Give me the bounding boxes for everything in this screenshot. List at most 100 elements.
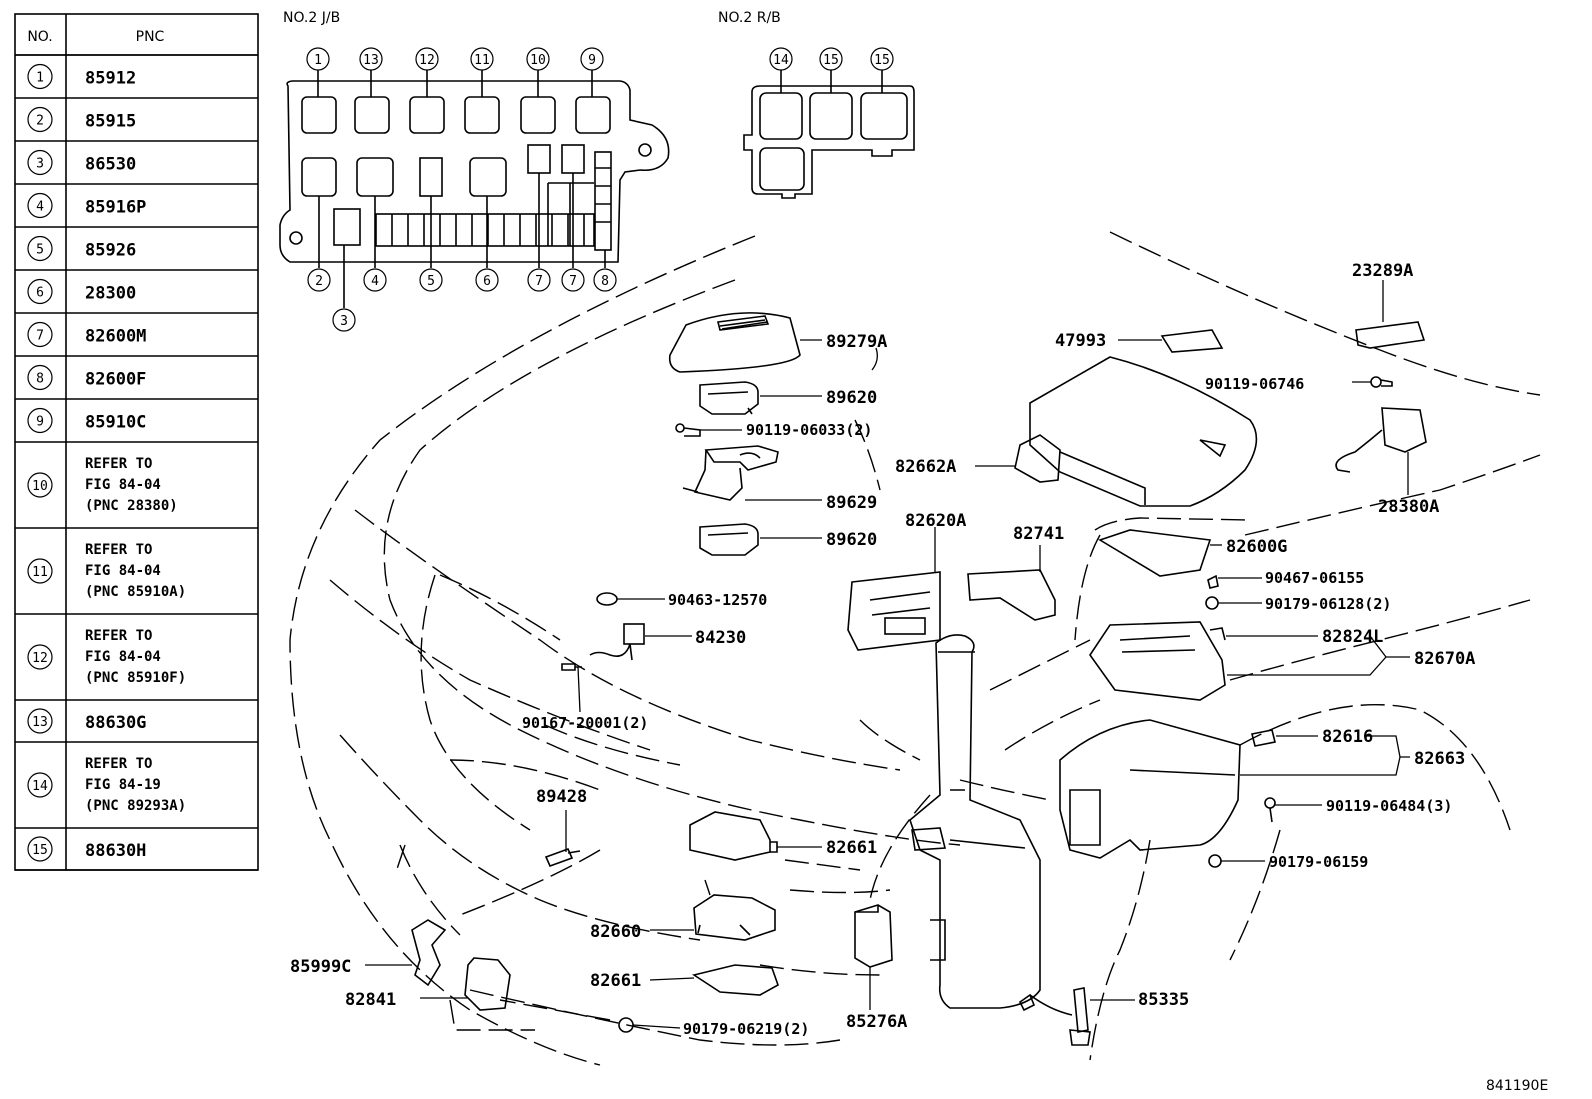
part-label-90119-06746: 90119-06746 xyxy=(1205,375,1304,393)
pump-85335 xyxy=(1018,987,1091,1046)
sensor-89428 xyxy=(544,847,581,868)
part-label-82620a: 82620A xyxy=(905,511,966,531)
row-pnc-line: FIG 84-04 xyxy=(85,477,161,493)
part-label-82660: 82660 xyxy=(590,922,641,942)
relay-85276a xyxy=(854,904,893,968)
jb2-callout-circle xyxy=(332,308,356,332)
part-label-82600g: 82600G xyxy=(1226,537,1287,557)
row-number-circle xyxy=(27,364,53,391)
leader-lines xyxy=(365,280,1410,1029)
row-number-circle xyxy=(27,407,53,434)
part-label-90463-12570: 90463-12570 xyxy=(668,591,767,609)
row-pnc: 85926 xyxy=(85,241,136,261)
jb2-callout-extra: 3 xyxy=(340,314,348,329)
part-label-82661-upper: 82661 xyxy=(826,838,877,858)
table-header-no: NO. xyxy=(27,29,52,45)
relay-82841 xyxy=(464,957,511,1011)
jb2-callout-circle xyxy=(307,268,331,292)
row-number: 8 xyxy=(36,372,44,387)
vehicle-body-outline xyxy=(289,231,1541,1066)
washer-tank xyxy=(909,634,1041,1009)
row-number-circle xyxy=(27,836,53,862)
part-labels: 89279A 89620 90119-06033(2) 89629 89620 … xyxy=(290,261,1475,1038)
row-number-circle xyxy=(27,772,53,798)
part-label-82741: 82741 xyxy=(1013,524,1064,544)
row-number: 14 xyxy=(32,779,48,794)
figure-number: 841190E xyxy=(1486,1078,1548,1094)
jb2-callout-bottom: 8 xyxy=(601,274,609,289)
jb2-callout-circle xyxy=(580,47,604,71)
part-label-82662a: 82662A xyxy=(895,457,956,477)
row-number: 2 xyxy=(36,114,44,129)
jb2-callout-top: 10 xyxy=(530,53,546,68)
switch-84230 xyxy=(589,623,645,661)
row-number: 6 xyxy=(36,286,44,301)
jb2-callout-bottom: 4 xyxy=(371,274,379,289)
table-header-pnc: PNC xyxy=(136,29,165,45)
row-pnc-line: REFER TO xyxy=(85,542,152,558)
rb2-title: NO.2 R/B xyxy=(718,10,781,26)
jb2-callout-circle xyxy=(470,47,494,71)
row-number-circle xyxy=(27,321,53,348)
junction-block-82670a xyxy=(1089,621,1226,701)
row-pnc: 88630G xyxy=(85,713,146,733)
row-number: 15 xyxy=(32,843,48,858)
row-pnc: 85910C xyxy=(85,413,146,433)
row-pnc: 85915 xyxy=(85,112,136,132)
row-pnc: 86530 xyxy=(85,155,136,175)
part-label-82841: 82841 xyxy=(345,990,396,1010)
jb2-callout-top: 9 xyxy=(588,53,596,68)
sheet-82600g xyxy=(1098,529,1212,577)
jb2-callout-bottom: 7 xyxy=(569,274,577,289)
label-47993 xyxy=(1160,329,1224,353)
jb2-callout-circle xyxy=(593,268,617,292)
part-label-85276a: 85276A xyxy=(846,1012,907,1032)
row-number: 4 xyxy=(36,200,44,215)
bracket-85999c xyxy=(411,919,447,987)
part-label-90119-06033: 90119-06033(2) xyxy=(746,421,872,439)
part-label-28380a: 28380A xyxy=(1378,497,1439,517)
row-pnc-line: FIG 84-04 xyxy=(85,563,161,579)
row-pnc-line: (PNC 89293A) xyxy=(85,798,186,814)
row-pnc-line: REFER TO xyxy=(85,756,152,772)
row-number: 11 xyxy=(32,565,48,580)
bolt-90119-06484 xyxy=(1264,797,1276,823)
row-pnc: 28300 xyxy=(85,284,136,304)
jb2-callout-top: 12 xyxy=(419,53,435,68)
row-pnc-line: (PNC 28380) xyxy=(85,498,178,514)
jb2-title: NO.2 J/B xyxy=(283,10,340,26)
cover-89279a xyxy=(668,312,801,373)
row-number-circle xyxy=(27,235,53,262)
rb2-callout-circle xyxy=(819,47,843,71)
part-label-90179-06128: 90179-06128(2) xyxy=(1265,595,1391,613)
bracket-82661-lower xyxy=(692,964,779,996)
row-pnc-line: (PNC 85910A) xyxy=(85,584,186,600)
jb2-callout-circle xyxy=(415,47,439,71)
part-label-82616: 82616 xyxy=(1322,727,1373,747)
jb2-callout-circle xyxy=(419,268,443,292)
cover-82662a xyxy=(1014,356,1258,507)
part-label-84230: 84230 xyxy=(695,628,746,648)
row-pnc: 82600M xyxy=(85,327,146,347)
row-number-circle xyxy=(27,192,53,219)
jb2-callout-bottom: 2 xyxy=(315,274,323,289)
jb2-callout-circle xyxy=(561,268,585,292)
row-number-circle xyxy=(27,63,53,90)
rb2-callout-circle xyxy=(870,47,894,71)
nut-90179-06159 xyxy=(1208,854,1222,868)
row-number: 13 xyxy=(32,715,48,730)
part-label-82824l: 82824L xyxy=(1322,627,1383,647)
row-number-circle xyxy=(27,708,53,734)
part-label-47993: 47993 xyxy=(1055,331,1106,351)
row-pnc-line: FIG 84-04 xyxy=(85,649,161,665)
row-number-circle xyxy=(27,472,53,498)
part-label-89428: 89428 xyxy=(536,787,587,807)
connector-82741 xyxy=(967,569,1056,621)
row-number-circle xyxy=(27,644,53,670)
sensor-89620-lower xyxy=(699,523,759,556)
part-label-85999c: 85999C xyxy=(290,957,351,977)
row-pnc-line: (PNC 85910F) xyxy=(85,670,186,686)
jb2-callout-circle xyxy=(527,268,551,292)
